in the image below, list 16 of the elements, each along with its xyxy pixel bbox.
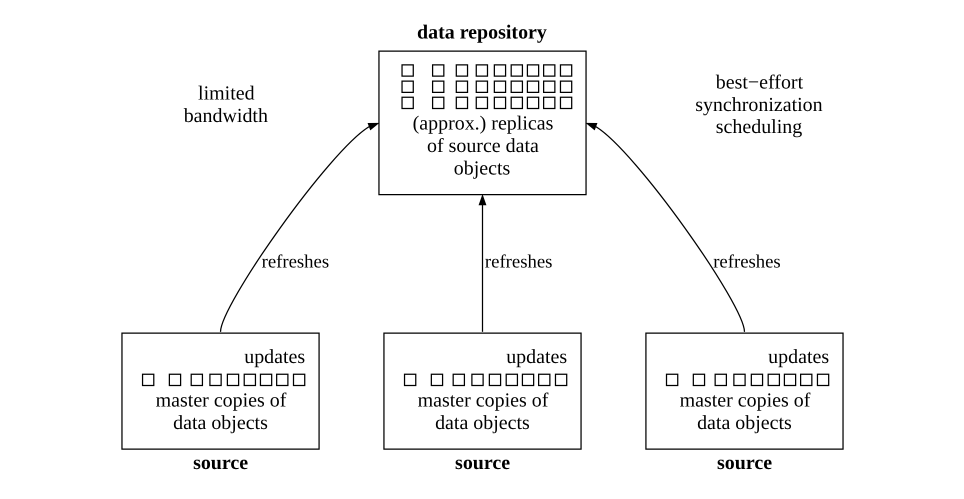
label: best−effort synchronization scheduling (694, 71, 822, 138)
edge-label: refreshes (712, 252, 780, 273)
edge-label: refreshes (261, 252, 329, 273)
node-label: source (454, 452, 510, 474)
arrow (585, 122, 745, 332)
node-label: data repository (416, 21, 546, 44)
node-box: (approx.) replicas of source data objects (378, 50, 586, 196)
edge-label: refreshes (484, 252, 552, 273)
arrow (219, 122, 379, 332)
node-label: source (716, 452, 772, 474)
node-box: updates master copies of data objects (382, 332, 582, 450)
label: limited bandwidth (183, 82, 268, 128)
node-box: updates master copies of data objects (644, 332, 844, 450)
node-label: source (192, 452, 248, 474)
arrow (478, 194, 486, 332)
node-box: updates master copies of data objects (120, 332, 320, 450)
